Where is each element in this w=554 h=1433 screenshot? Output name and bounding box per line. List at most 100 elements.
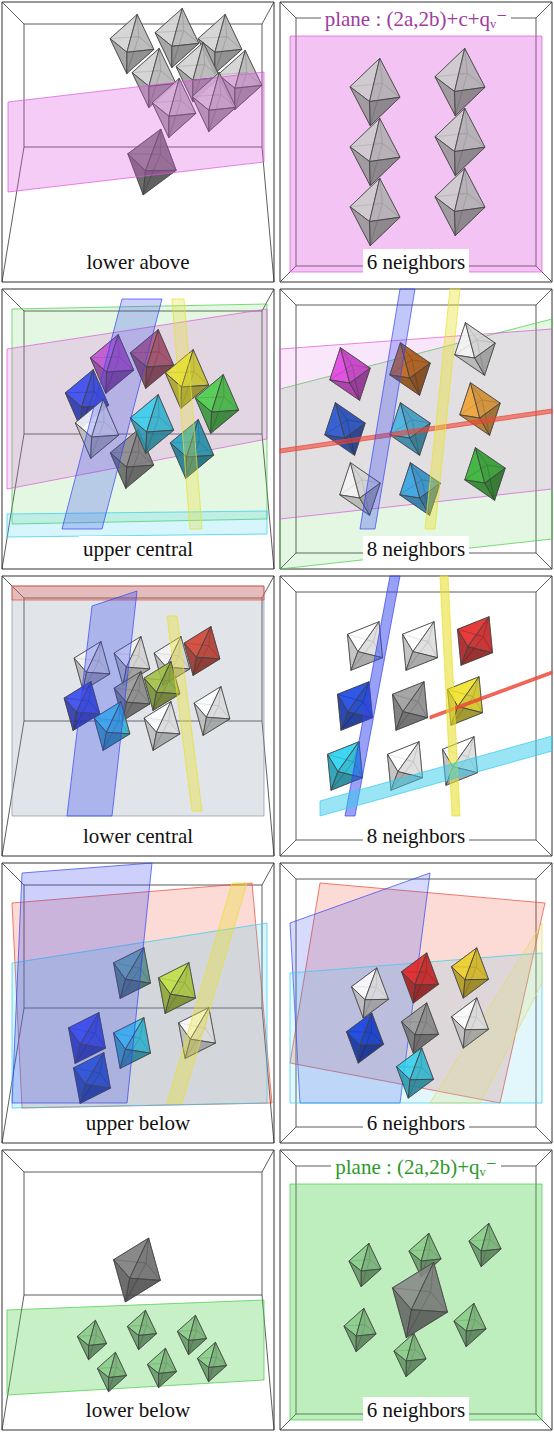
octahedron-face bbox=[411, 1262, 447, 1312]
panel-caption: lower below bbox=[82, 1397, 194, 1423]
octahedron-face bbox=[455, 48, 485, 91]
lattice-plane bbox=[290, 36, 542, 272]
octahedron-face bbox=[465, 948, 489, 980]
octahedron-face bbox=[455, 108, 485, 151]
box-wireframe bbox=[280, 2, 552, 282]
octahedron-face bbox=[147, 395, 174, 432]
box-edge bbox=[262, 1150, 274, 1172]
box-edge bbox=[262, 863, 274, 885]
octahedron bbox=[455, 323, 495, 376]
octahedron-face bbox=[455, 168, 485, 211]
octahedron-face bbox=[196, 627, 219, 659]
box-wireframe bbox=[280, 863, 552, 1143]
octahedron-face bbox=[89, 1320, 107, 1345]
octahedron bbox=[397, 1048, 434, 1098]
octahedron-face bbox=[356, 1334, 376, 1352]
octahedron bbox=[394, 1333, 426, 1376]
octahedron bbox=[435, 48, 485, 115]
octahedron-face bbox=[109, 1376, 127, 1392]
octahedron-face bbox=[197, 1358, 208, 1381]
panel-caption: lower central bbox=[79, 823, 197, 849]
octahedron-face bbox=[347, 1032, 360, 1063]
octahedron-face bbox=[413, 1034, 438, 1053]
box-edge bbox=[536, 289, 552, 305]
box-edge bbox=[262, 2, 274, 24]
octahedron bbox=[127, 1310, 156, 1349]
box-edge bbox=[280, 1127, 296, 1143]
octahedron bbox=[177, 1315, 206, 1354]
box-edge bbox=[536, 840, 552, 856]
octahedron bbox=[465, 448, 505, 501]
lattice-plane bbox=[280, 319, 552, 569]
box-front bbox=[2, 576, 274, 856]
box-wireframe bbox=[2, 289, 274, 569]
lattice-plane bbox=[280, 409, 552, 453]
octahedron bbox=[325, 403, 365, 456]
lattice-plane bbox=[172, 299, 202, 529]
octahedron-face bbox=[455, 207, 485, 235]
octahedron-face bbox=[463, 979, 488, 998]
octahedron-face bbox=[193, 657, 220, 675]
octahedron-face bbox=[363, 999, 388, 1018]
octahedron-face bbox=[149, 48, 176, 86]
lattice-plane bbox=[7, 511, 267, 537]
panel bbox=[2, 289, 274, 569]
octahedron-face bbox=[139, 1334, 157, 1350]
panel bbox=[280, 2, 552, 282]
octahedron-face bbox=[130, 1238, 161, 1280]
octahedron-face bbox=[130, 418, 146, 453]
octahedron bbox=[195, 375, 238, 434]
octahedron-face bbox=[212, 375, 239, 412]
octahedron bbox=[197, 1342, 226, 1381]
box-wireframe bbox=[2, 576, 274, 856]
octahedron-face bbox=[406, 652, 437, 671]
octahedron-face bbox=[452, 1017, 465, 1048]
box-edge bbox=[2, 289, 24, 311]
octahedron-face bbox=[406, 1310, 447, 1338]
octahedron-face bbox=[195, 398, 211, 433]
panel bbox=[2, 863, 274, 1143]
octahedron-face bbox=[370, 118, 400, 161]
box-front bbox=[280, 576, 552, 856]
lattice-plane bbox=[67, 591, 137, 816]
octahedron-face bbox=[177, 1331, 188, 1354]
octahedron-face bbox=[206, 687, 229, 719]
panel-caption: 6 neighbors bbox=[363, 1110, 470, 1136]
octahedron-face bbox=[397, 1067, 410, 1098]
box-front bbox=[2, 289, 274, 569]
octahedron-face bbox=[469, 1241, 481, 1267]
octahedron bbox=[159, 963, 196, 1014]
box-wireframe bbox=[2, 863, 274, 1143]
box-wireframe bbox=[280, 289, 552, 569]
octahedron-face bbox=[127, 1326, 138, 1349]
octahedron-face bbox=[361, 1243, 381, 1271]
octahedron bbox=[194, 687, 230, 736]
lattice-plane bbox=[280, 329, 552, 519]
box-edge bbox=[280, 576, 296, 592]
octahedron-face bbox=[463, 1029, 488, 1048]
lattice-plane bbox=[345, 576, 400, 816]
octahedron-face bbox=[352, 987, 365, 1018]
octahedron-face bbox=[402, 972, 415, 1003]
lattice-plane bbox=[430, 923, 542, 1103]
octahedron-face bbox=[350, 87, 370, 126]
octahedron-face bbox=[159, 1372, 177, 1388]
octahedron-face bbox=[147, 1364, 158, 1387]
octahedron bbox=[435, 168, 485, 235]
octahedron-face bbox=[410, 1048, 434, 1080]
octahedron-face bbox=[193, 42, 220, 80]
lattice-plane bbox=[167, 616, 202, 811]
octahedron-face bbox=[97, 1368, 108, 1391]
octahedron bbox=[184, 627, 220, 676]
octahedron-face bbox=[435, 137, 455, 176]
panel bbox=[2, 2, 274, 282]
lattice-plane bbox=[12, 586, 264, 600]
octahedron-face bbox=[475, 343, 495, 375]
octahedron-face bbox=[481, 1223, 501, 1251]
panel-caption: upper below bbox=[82, 1110, 194, 1136]
box-front bbox=[280, 863, 552, 1143]
octahedron bbox=[347, 1013, 384, 1063]
panel bbox=[280, 289, 552, 569]
